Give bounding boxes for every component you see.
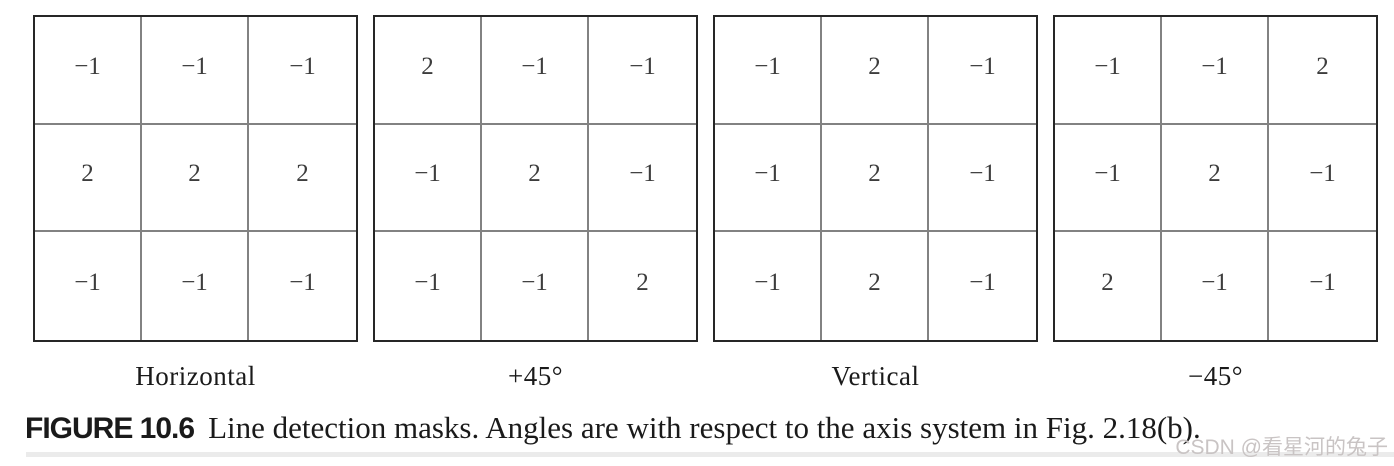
mask-cell: −1 [35,17,142,125]
mask-cell: 2 [482,124,589,233]
mask-cell: −1 [482,232,589,340]
mask-cell: −1 [1162,232,1269,340]
mask-cell: −1 [375,232,482,340]
mask-cell: −1 [1309,269,1336,297]
mask-cell: 2 [375,17,482,125]
figure-caption: FIGURE 10.6 Line detection masks. Angles … [25,410,1201,446]
mask-cell: −1 [969,269,996,297]
mask-cell: −1 [715,232,822,340]
mask-cell: −1 [142,232,249,340]
mask-cell: −1 [589,125,696,233]
mask-cell: −1 [589,17,696,125]
figure-caption-text: Line detection masks. Angles are with re… [208,410,1201,445]
mask-cell: −1 [1269,125,1376,233]
mask-grid-plus45: 2 −1 −1 −1 2 −1 −1 −1 2 [373,15,698,342]
mask-cell: −1 [1162,17,1269,125]
mask-grid-vertical: −1 2 −1 −1 2 −1 −1 2 −1 [713,15,1038,342]
mask-cell: −1 [1055,124,1162,233]
mask-cell: 2 [822,17,929,125]
mask-cell: −1 [715,17,822,125]
watermark: CSDN @看星河的兔子 [1175,436,1388,459]
mask-plus45: 2 −1 −1 −1 2 −1 −1 −1 2 +45° [373,15,698,392]
mask-cell: −1 [249,17,356,125]
mask-cell: −1 [929,17,1036,125]
mask-cell: 2 [1269,17,1376,125]
mask-label-horizontal: Horizontal [135,361,256,391]
mask-cell: −1 [35,232,142,340]
divider-bar [26,452,1394,457]
mask-minus45: −1 −1 2 −1 2 −1 2 −1 −1 −45° [1053,15,1378,392]
mask-cell: 2 [1055,232,1162,340]
mask-cell: 2 [822,232,929,340]
mask-cell: −1 [482,17,589,125]
mask-label-minus45: −45° [1187,361,1244,391]
mask-cell: 2 [35,124,142,233]
mask-cell: 2 [1162,124,1269,233]
mask-cell: 2 [142,124,249,233]
mask-vertical: −1 2 −1 −1 2 −1 −1 2 −1 Vertical [713,15,1038,392]
mask-label-vertical: Vertical [831,361,920,391]
mask-cell: −1 [142,17,249,125]
mask-cell: −1 [375,124,482,233]
mask-grid-minus45: −1 −1 2 −1 2 −1 2 −1 −1 [1053,15,1378,342]
mask-cell: −1 [289,269,316,297]
mask-cell: −1 [715,124,822,233]
mask-cell: 2 [636,269,649,297]
mask-cell: 2 [822,124,929,233]
mask-cell: 2 [249,125,356,233]
figure-caption-number: FIGURE 10.6 [25,412,195,445]
mask-horizontal: −1 −1 −1 2 2 2 −1 −1 −1 Horizontal [33,15,358,392]
mask-grid-horizontal: −1 −1 −1 2 2 2 −1 −1 −1 [33,15,358,342]
mask-cell: −1 [1055,17,1162,125]
mask-label-plus45: +45° [507,361,564,391]
mask-cell: −1 [929,125,1036,233]
